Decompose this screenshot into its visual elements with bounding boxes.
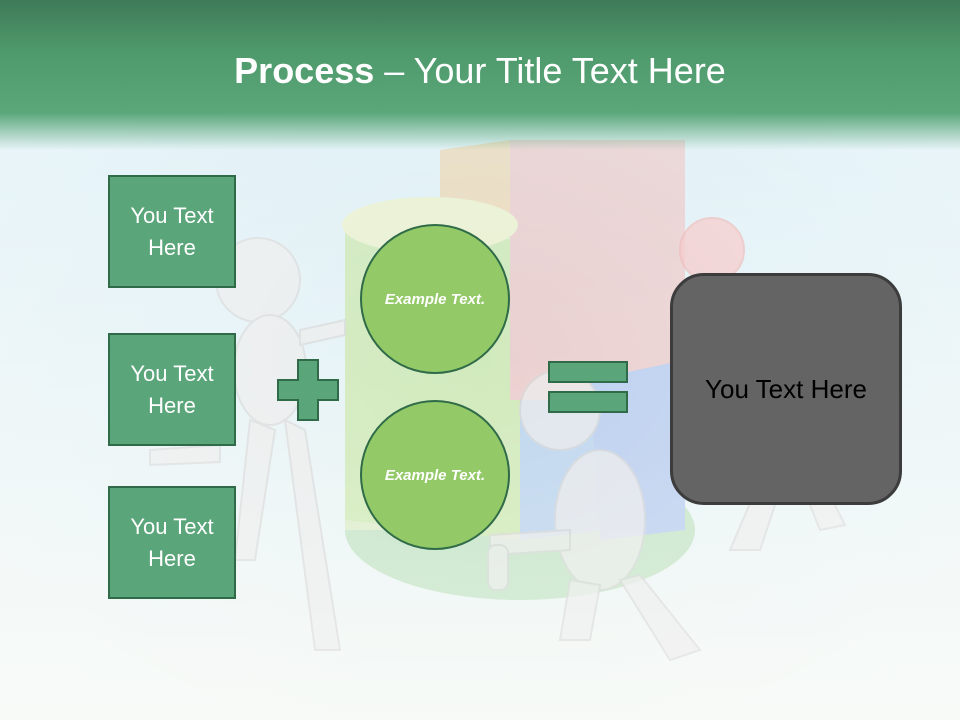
text-box-1[interactable]: You Text Here [108,175,236,288]
title-bar [0,0,960,150]
example-circle-2[interactable]: Example Text. [360,400,510,550]
title-bold: Process [234,50,375,91]
example-circle-1[interactable]: Example Text. [360,224,510,374]
result-box[interactable]: You Text Here [670,273,902,505]
plus-icon [277,359,339,421]
title-rest: – Your Title Text Here [374,50,726,91]
equals-icon [548,361,628,413]
page-title: Process – Your Title Text Here [0,50,960,92]
text-box-2[interactable]: You Text Here [108,333,236,446]
text-box-3[interactable]: You Text Here [108,486,236,599]
